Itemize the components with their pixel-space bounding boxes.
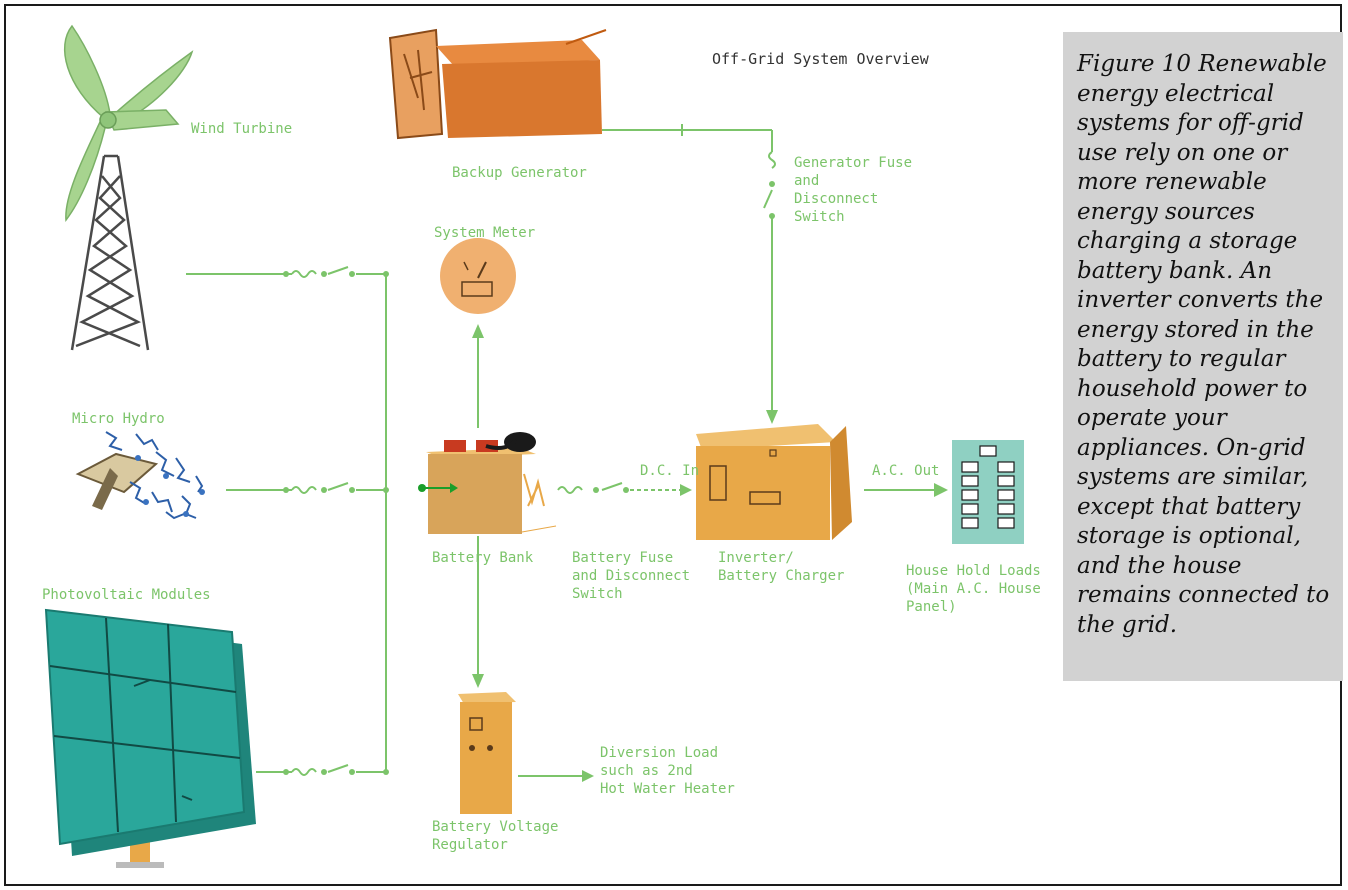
voltage-regulator-illustration [458,692,516,814]
blade-bottom [65,121,107,222]
battery-switch [601,482,623,491]
arrow-to-diversion [582,770,594,782]
arrow-to-inverter [680,484,692,496]
label-dc-in: D.C. In [640,463,700,479]
label-ac-out: A.C. Out [872,463,940,479]
wind-turbine-illustration [64,24,194,351]
generator-switch [763,189,773,209]
pv-fuse [291,768,317,776]
diagram-title: Off-Grid System Overview [712,50,929,68]
blade-top [64,24,111,119]
label-inverter: Inverter/ Battery Charger [718,550,845,584]
label-diversion-load: Diversion Load such as 2nd Hot Water Hea… [600,745,735,797]
battery-fuse [557,486,583,494]
micro-hydro-illustration [75,431,205,520]
wires [186,124,936,777]
battery-bank-illustration [418,432,557,534]
pv-switch [327,764,349,773]
wind-fuse [291,270,317,278]
figure-frame: Off-Grid System Overview Wind Turbine Ba… [4,4,1343,886]
label-micro-hydro: Micro Hydro [72,411,165,427]
label-photovoltaic: Photovoltaic Modules [42,587,211,603]
label-backup-generator: Backup Generator [452,165,587,181]
wire-dots [283,181,775,775]
inverter-illustration [696,424,852,540]
blade-right [110,50,194,125]
wind-switch [327,266,349,275]
arrow-to-house [934,483,948,497]
label-battery-fuse: Battery Fuse and Disconnect Switch [572,550,691,602]
system-meter-illustration [440,238,516,314]
label-wind-turbine: Wind Turbine [191,121,293,137]
arrow-to-meter [472,324,484,338]
arrow-gen-to-inverter [766,410,778,424]
caption-box: Figure 10 Renewable energy electrical sy… [1063,32,1343,681]
arrowheads [472,324,948,782]
hydro-fuse [291,486,317,494]
hydro-switch [327,482,349,491]
label-battery-bank: Battery Bank [432,550,534,566]
generator-illustration [388,28,607,140]
label-house-loads: House Hold Loads (Main A.C. House Panel) [906,563,1041,615]
label-voltage-regulator: Battery Voltage Regulator [432,819,559,853]
house-panel-illustration [952,440,1024,544]
label-generator-fuse: Generator Fuse and Disconnect Switch [794,155,913,225]
label-system-meter: System Meter [434,225,536,241]
generator-fuse [768,151,776,169]
arrow-to-regulator [472,674,484,688]
figure-caption: Figure 10 Renewable energy electrical sy… [1077,51,1330,638]
pv-panel-illustration [44,608,256,868]
nacelle [104,109,180,131]
system-diagram [44,24,1024,868]
